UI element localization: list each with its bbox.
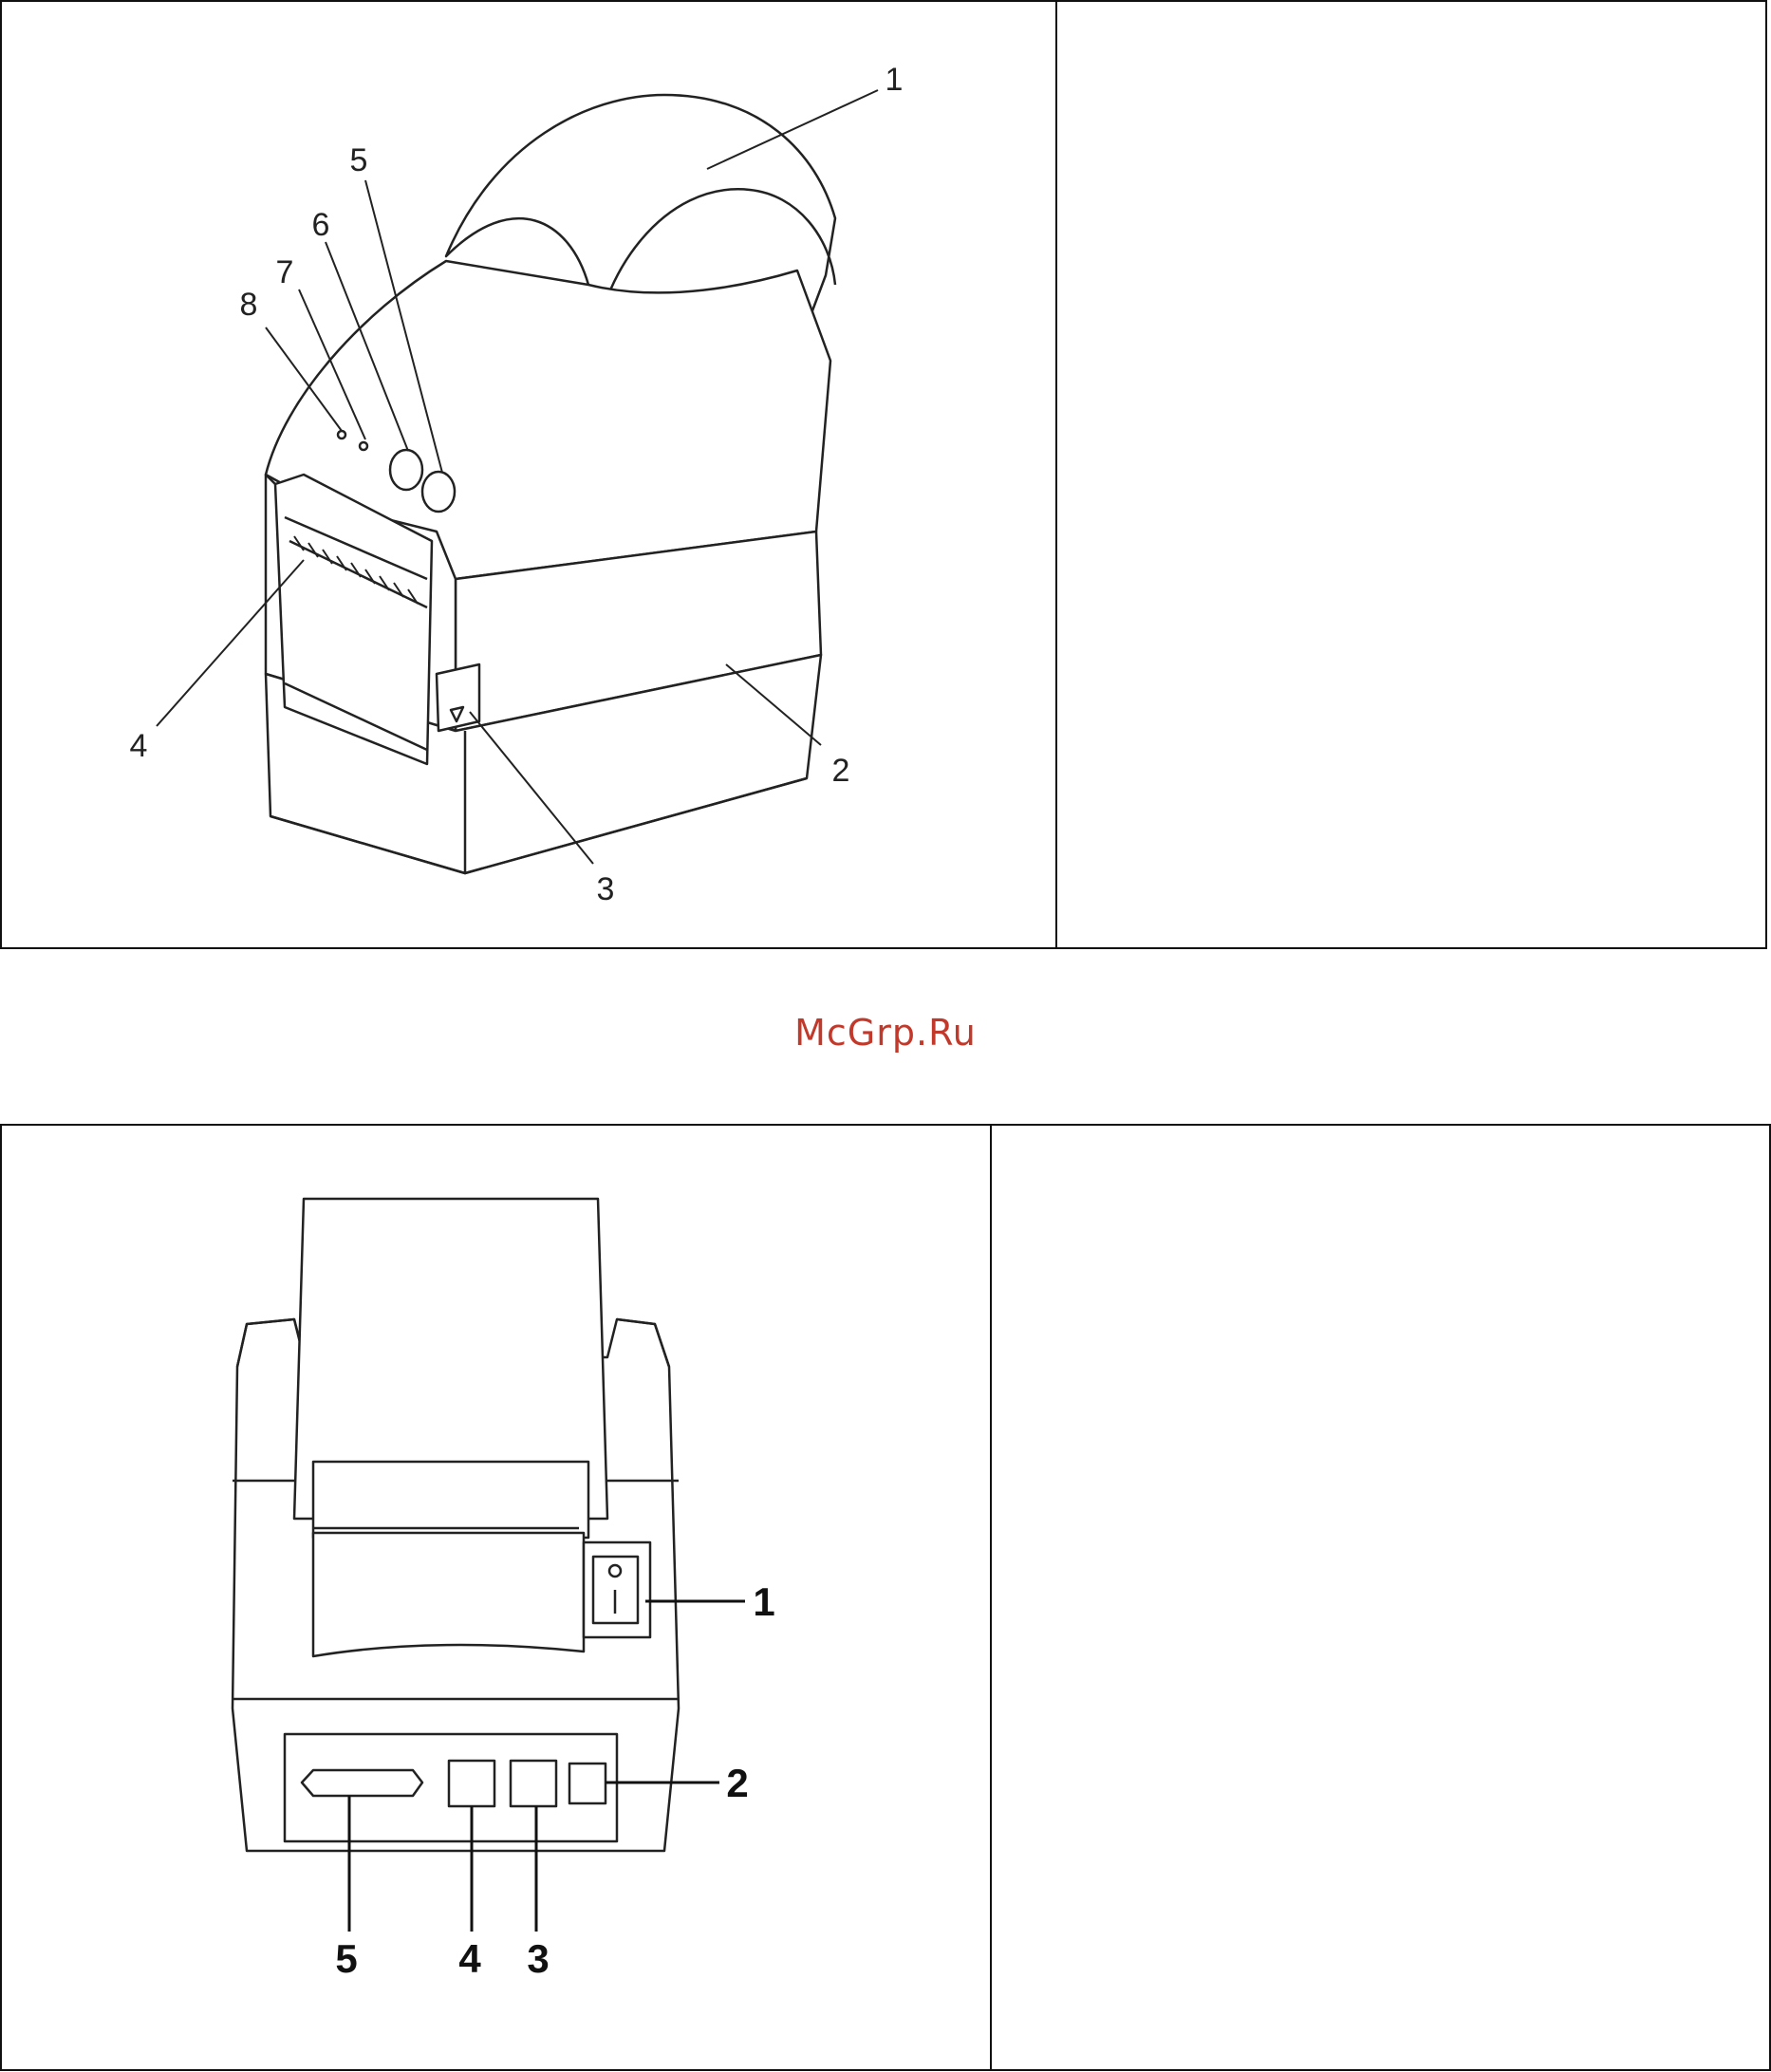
rear-callout-1: 1 <box>753 1579 774 1624</box>
rear-callout-2: 2 <box>726 1761 748 1805</box>
rear-callout-3: 3 <box>527 1936 549 1981</box>
rear-callout-4: 4 <box>458 1936 481 1981</box>
rear-callout-5: 5 <box>335 1936 357 1981</box>
